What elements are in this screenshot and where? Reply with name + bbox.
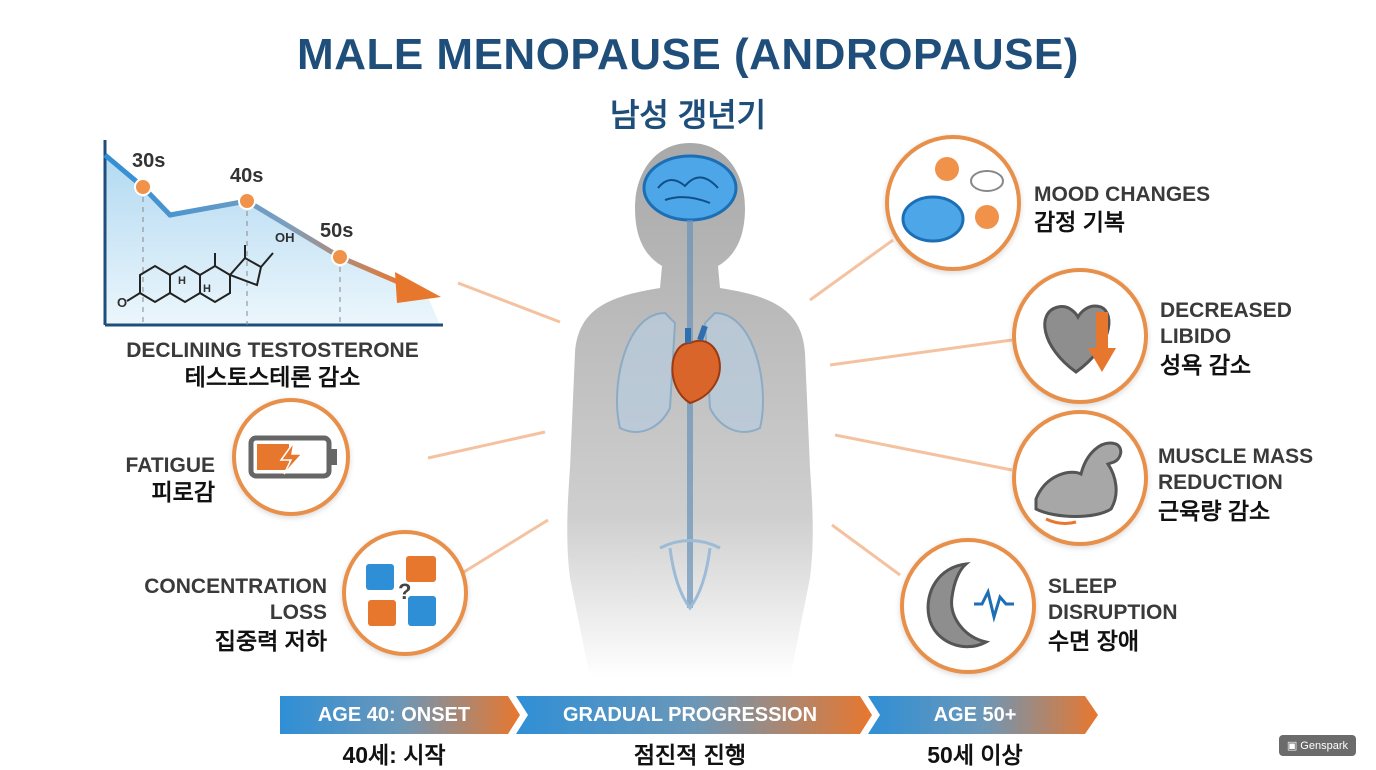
timeline-band [280,696,1098,734]
molecule-oh-label: OH [275,230,295,245]
muscle-circle [1012,410,1148,546]
brain-icon [642,154,738,222]
connector-muscle [834,433,1013,472]
brain-emotion-icon [901,157,1004,243]
fatigue-circle [232,398,350,516]
chart-point-30s [134,178,152,196]
moon-icon [926,561,1014,649]
tick-50s: 50s [320,220,354,242]
timeline-onset-ko: 40세: 시작 [342,742,446,768]
libido-circle [1012,268,1148,404]
molecule-h-label-1: H [178,275,186,287]
timeline-segment-50plus [868,696,1098,734]
sleep-label-en-2: DISRUPTION [1048,601,1178,624]
timeline-50plus-ko: 50세 이상 [927,742,1023,768]
chart-arrowhead [395,272,441,303]
concentration-label-en-2: LOSS [269,601,327,624]
flexed-arm-icon [1034,441,1123,525]
mood-circle [885,135,1021,271]
libido-label-ko: 성욕 감소 [1160,352,1252,378]
testosterone-chart [103,140,443,327]
mood-label-ko: 감정 기복 [1034,209,1126,235]
chart-point-40s [238,192,256,210]
molecule-h-label-2: H [203,283,211,295]
connector-fatigue [427,430,546,460]
mood-label-en: MOOD CHANGES [1034,183,1211,206]
libido-label-en-2: LIBIDO [1160,325,1232,348]
battery-icon [248,435,337,479]
molecule-o-label: O [117,295,128,310]
concentration-label-ko: 집중력 저하 [214,628,327,654]
chart-point-50s [331,248,349,266]
human-body [567,143,813,678]
reproductive-icon [659,539,721,611]
connector-mood [809,238,894,302]
muscle-label-ko: 근육량 감소 [1158,498,1271,524]
testosterone-molecule [126,245,274,304]
timeline-50plus-en: AGE 50+ [933,704,1017,726]
connector-sleep [831,523,901,577]
puzzle-icon: ? [366,556,436,626]
tick-40s: 40s [230,165,264,187]
genspark-badge: ▣ Genspark [1278,735,1356,756]
muscle-label-en-2: REDUCTION [1158,471,1283,494]
badge-label: Genspark [1300,740,1348,752]
timeline-segment-onset [280,696,520,734]
heart-icon [671,339,721,405]
page-subtitle: 남성 갱년기 [609,97,767,133]
chart-label-ko: 테스토스테론 감소 [184,364,361,390]
connector-chart [457,281,561,324]
timeline-onset-en: AGE 40: ONSET [317,704,471,726]
timeline-progression-en: GRADUAL PROGRESSION [562,704,818,726]
badge-icon: ▣ [1286,740,1298,752]
timeline-segment-progression [516,696,872,734]
timeline-progression-ko: 점진적 진행 [633,742,747,768]
svg-text:?: ? [398,579,411,604]
fatigue-label-en: FATIGUE [125,454,215,477]
sleep-label-ko: 수면 장애 [1048,628,1140,654]
tick-30s: 30s [132,150,166,172]
concentration-label-en-1: CONCENTRATION [144,575,327,598]
lung-left-icon [616,311,677,433]
concentration-circle: ? [342,530,468,656]
sleep-label-en-1: SLEEP [1048,575,1117,598]
muscle-label-en-1: MUSCLE MASS [1158,445,1314,468]
lung-right-icon [703,311,764,433]
fatigue-label-ko: 피로감 [151,479,215,505]
sleep-circle [900,538,1036,674]
heart-down-icon [1043,304,1116,374]
chart-area [105,155,440,325]
page-title: MALE MENOPAUSE (ANDROPAUSE) [297,30,1079,79]
chart-label-en: DECLINING TESTOSTERONE [126,339,419,362]
libido-label-en-1: DECREASED [1160,299,1292,322]
connector-libido [829,338,1013,367]
